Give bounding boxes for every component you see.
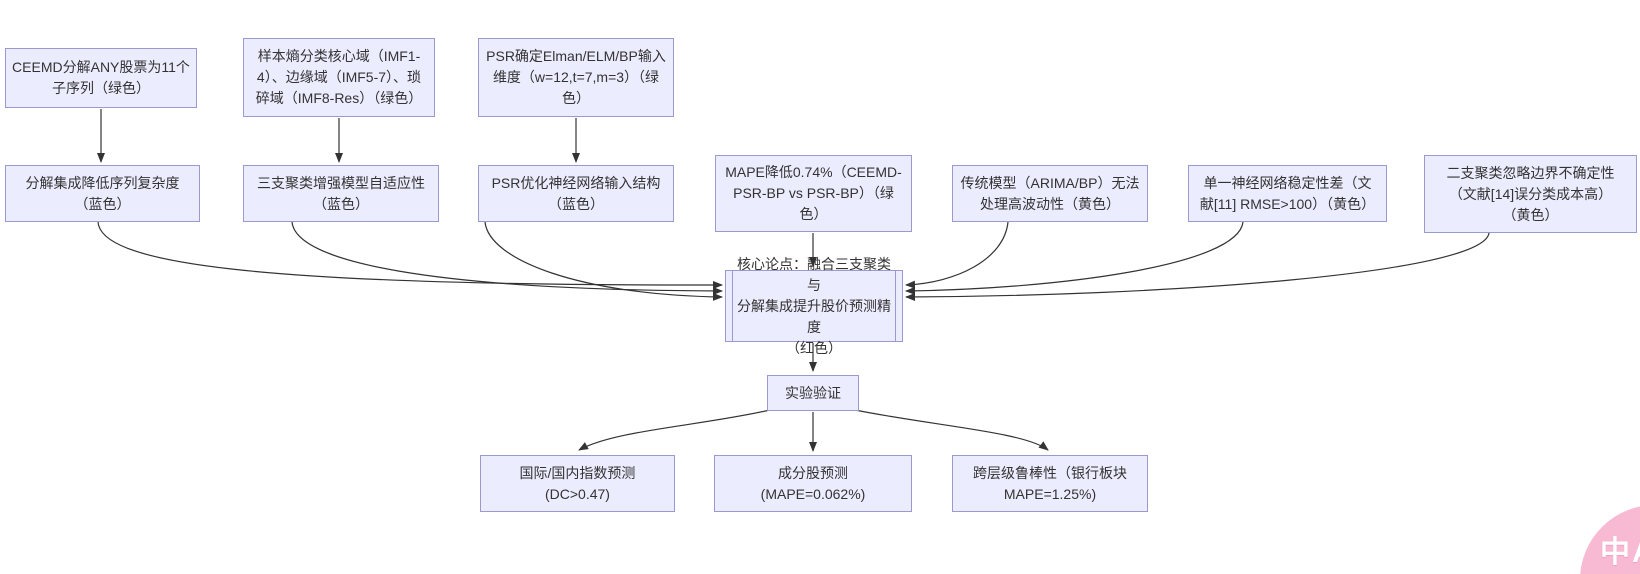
node-ceemd-decompose: CEEMD分解ANY股票为11个 子序列（绿色） — [5, 48, 197, 108]
edge-twoway-to-core — [905, 232, 1490, 301]
node-experiment: 实验验证 — [767, 375, 859, 411]
node-mape-reduction: MAPE降低0.74%（CEEMD- PSR-BP vs PSR-BP）（绿 色… — [715, 155, 912, 232]
edge-decomp-to-core — [97, 221, 723, 290]
node-index-prediction: 国际/国内指数预测 (DC>0.47) — [480, 455, 675, 512]
node-psr-optimize: PSR优化神经网络输入结构 （蓝色） — [478, 165, 674, 222]
node-psr-input-dim: PSR确定Elman/ELM/BP输入 维度（w=12,t=7,m=3）（绿 色… — [478, 38, 674, 117]
translate-icon: 中A — [1600, 536, 1640, 569]
node-constituent-stock: 成分股预测 (MAPE=0.062%) — [714, 455, 912, 512]
edge-psropt-to-core — [484, 221, 723, 301]
node-core-thesis: 核心论点：融合三支聚类与 分解集成提升股价预测精度 （红色） — [725, 256, 903, 356]
edge-threeway-to-core — [291, 221, 723, 295]
edge-experiment-to-indexpred — [578, 409, 771, 451]
node-three-way-cluster: 三支聚类增强模型自适应性 （蓝色） — [243, 165, 439, 222]
node-cross-robustness: 跨层级鲁棒性（银行板块 MAPE=1.25%) — [952, 455, 1148, 512]
node-traditional-model: 传统模型（ARIMA/BP）无法 处理高波动性（黄色） — [952, 165, 1148, 222]
node-decomp-ensemble: 分解集成降低序列复杂度 （蓝色） — [5, 165, 200, 222]
edge-traditional-to-core — [905, 221, 1009, 289]
node-sample-entropy: 样本熵分类核心域（IMF1- 4）、边缘域（IMF5-7）、琐 碎域（IMF8-… — [243, 38, 435, 117]
edge-singlenn-to-core — [905, 221, 1244, 295]
edge-experiment-to-robustness — [854, 409, 1049, 451]
node-single-nn: 单一神经网络稳定性差（文 献[11] RMSE>100）（黄色） — [1188, 165, 1387, 222]
node-two-way-cluster: 二支聚类忽略边界不确定性 （文献[14]误分类成本高） （黄色） — [1424, 155, 1637, 233]
